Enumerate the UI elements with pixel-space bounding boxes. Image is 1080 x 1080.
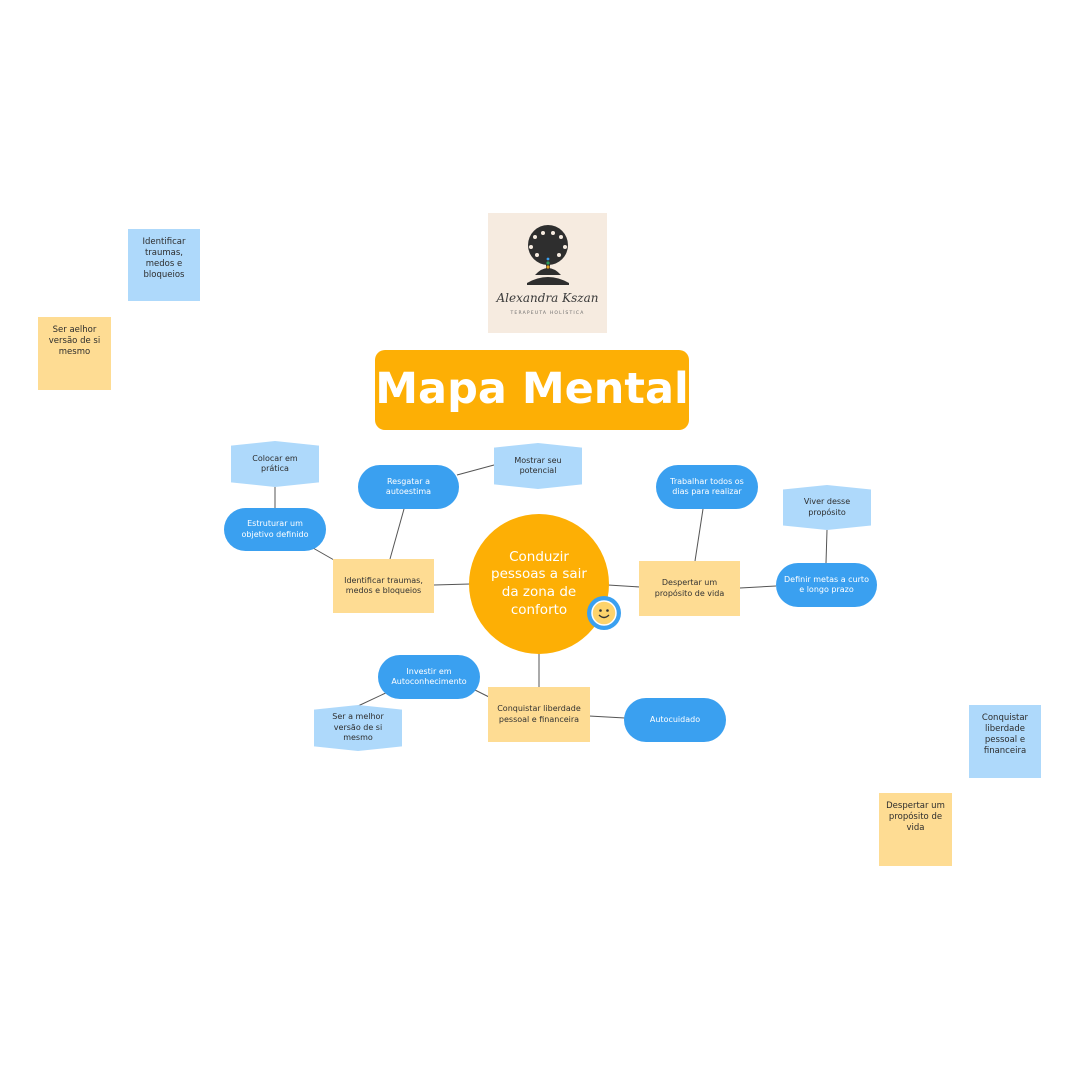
node-despertar-proposito[interactable]: Despertar um propósito de vida	[639, 561, 740, 616]
connector-line	[694, 508, 704, 562]
logo-subtitle: TERAPEUTA HOLÍSTICA	[510, 310, 585, 316]
connector-line	[474, 689, 490, 698]
connector-line	[433, 583, 471, 586]
connector-line	[312, 547, 335, 561]
node-identificar-traumas[interactable]: Identificar traumas, medos e bloqueios	[333, 559, 434, 613]
connector-line	[739, 585, 777, 589]
node-colocar-em-pratica[interactable]: Colocar em prática	[231, 441, 319, 487]
connector-line	[588, 715, 626, 719]
node-definir-metas[interactable]: Definir metas a curto e longo prazo	[776, 563, 877, 607]
logo-name: Alexandra Kszan	[496, 291, 599, 305]
node-investir-autoconhecimento[interactable]: Investir em Autoconhecimento	[378, 655, 480, 699]
central-topic[interactable]: Conduzir pessoas a sair da zona de confo…	[469, 514, 609, 654]
connector-line	[456, 464, 495, 476]
sticky-note[interactable]: Despertar um propósito de vida	[879, 793, 952, 866]
sticky-note[interactable]: Identificar traumas, medos e bloqueios	[128, 229, 200, 301]
node-estruturar-objetivo[interactable]: Estruturar um objetivo definido	[224, 508, 326, 551]
node-resgatar-autoestima[interactable]: Resgatar a autoestima	[358, 465, 459, 509]
node-melhor-versao[interactable]: Ser a melhor versão de si mesmo	[314, 705, 402, 751]
sticky-note[interactable]: Ser aelhor versão de si mesmo	[38, 317, 111, 390]
page-title[interactable]: Mapa Mental	[375, 350, 689, 430]
node-autocuidado[interactable]: Autocuidado	[624, 698, 726, 742]
node-mostrar-potencial[interactable]: Mostrar seu potencial	[494, 443, 582, 489]
tree-of-life-meditation-logo-icon	[526, 225, 569, 285]
smiley-face-icon	[587, 596, 621, 630]
node-viver-proposito[interactable]: Viver desse propósito	[783, 485, 871, 530]
connector-line	[825, 529, 828, 564]
logo-card: Alexandra Kszan TERAPEUTA HOLÍSTICA	[488, 213, 607, 333]
node-conquistar-liberdade[interactable]: Conquistar liberdade pessoal e financeir…	[488, 687, 590, 742]
sticky-note[interactable]: Conquistar liberdade pessoal e financeir…	[969, 705, 1041, 778]
node-trabalhar-todos-os-dias[interactable]: Trabalhar todos os dias para realizar	[656, 465, 758, 509]
connector-line	[607, 584, 641, 588]
connector-line	[389, 508, 405, 560]
